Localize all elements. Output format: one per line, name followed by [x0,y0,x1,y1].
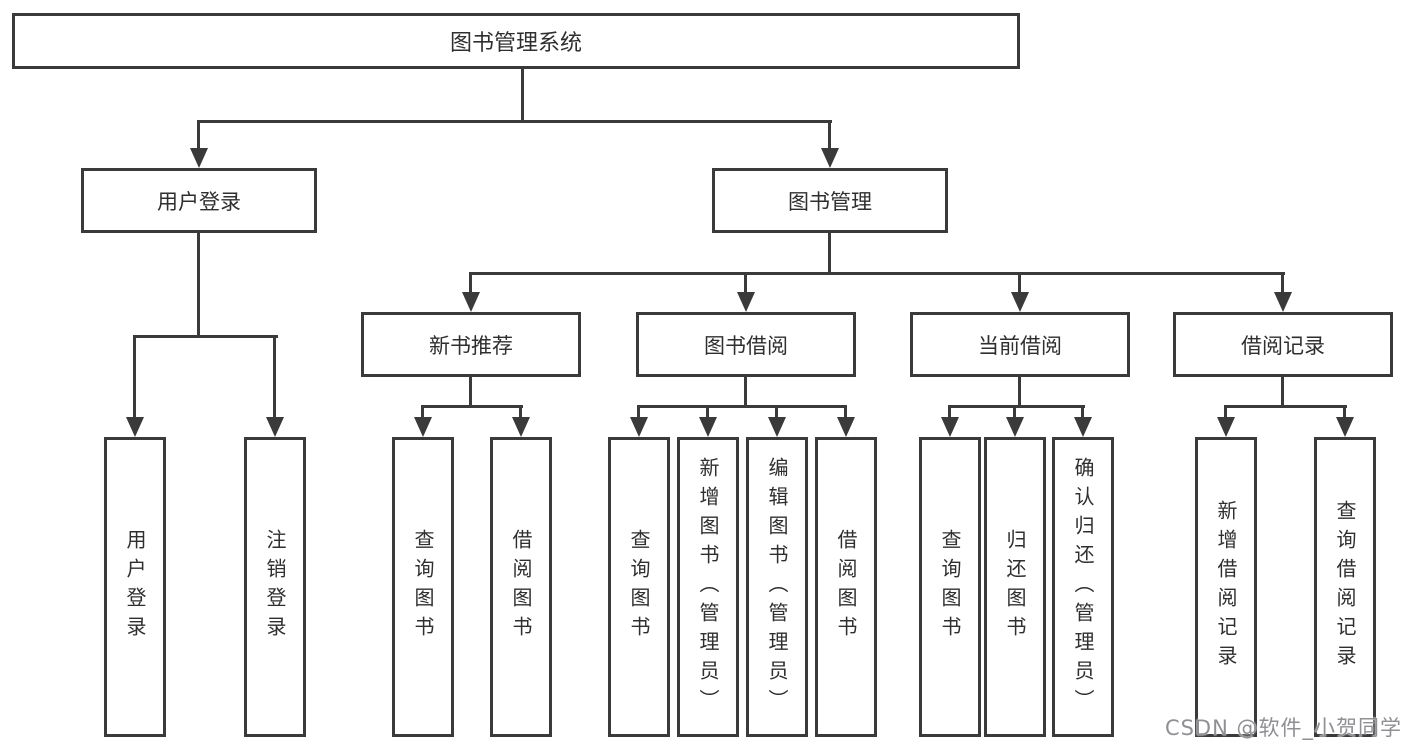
arrowhead-down [837,417,855,437]
arrowhead-down [1074,417,1092,437]
connector [469,272,1285,275]
connector [421,405,424,419]
connector [1018,272,1021,292]
connector [744,377,747,408]
leaf-label: 查询图书 [938,529,962,645]
arrowhead-down [414,417,432,437]
node-label: 借阅记录 [1241,333,1325,358]
arrowhead-down [512,417,530,437]
connector [844,405,847,419]
leaf-edit-books-admin: 编辑图书（管理员） [746,437,808,737]
leaf-label: 用户登录 [123,529,147,645]
arrowhead-down [768,417,786,437]
leaf-query-books-current: 查询图书 [919,437,981,737]
leaf-add-borrow-record: 新增借阅记录 [1195,437,1257,737]
arrowhead-down [190,148,208,168]
connector [1018,377,1021,408]
arrowhead-down [126,417,144,437]
node-label: 用户登录 [157,189,241,214]
connector [469,377,472,408]
connector [519,405,522,419]
node-root-system: 图书管理系统 [12,13,1020,69]
node-new-book-recommend: 新书推荐 [361,312,581,377]
leaf-label: 新增借阅记录 [1214,500,1238,674]
node-borrow-records: 借阅记录 [1173,312,1393,377]
arrowhead-down [462,292,480,312]
connector [1224,405,1227,419]
connector [197,233,200,338]
arrowhead-down [1217,417,1235,437]
leaf-logout: 注销登录 [244,437,306,737]
leaf-label: 注销登录 [263,529,287,645]
node-label: 当前借阅 [978,333,1062,358]
leaf-label: 确认归还（管理员） [1071,456,1095,718]
connector [1281,272,1284,292]
connector [469,272,472,292]
csdn-watermark: CSDN @软件_小贺同学 [1164,716,1402,740]
arrowhead-down [266,417,284,437]
connector [1224,405,1347,408]
connector [273,335,276,417]
connector [948,405,1085,408]
node-book-borrow: 图书借阅 [636,312,856,377]
node-root-label: 图书管理系统 [449,31,582,56]
connector [197,120,832,123]
connector [197,120,200,148]
arrowhead-down [630,417,648,437]
arrowhead-down [1336,417,1354,437]
leaf-label: 归还图书 [1003,529,1027,645]
connector [828,120,831,148]
connector [133,335,136,417]
node-book-management: 图书管理 [712,168,948,233]
connector [521,69,524,123]
arrowhead-down [1274,292,1292,312]
connector [637,405,847,408]
leaf-return-books: 归还图书 [984,437,1046,737]
connector [133,335,278,338]
leaf-label: 查询借阅记录 [1333,500,1357,674]
arrowhead-down [699,417,717,437]
leaf-confirm-return-admin: 确认归还（管理员） [1052,437,1114,737]
connector [948,405,951,419]
connector [421,405,523,408]
leaf-query-books-borrow: 查询图书 [608,437,670,737]
leaf-query-borrow-record: 查询借阅记录 [1314,437,1376,737]
connector [1281,377,1284,408]
connector [637,405,640,419]
leaf-add-books-admin: 新增图书（管理员） [677,437,739,737]
node-label: 图书借阅 [704,333,788,358]
arrowhead-down [737,292,755,312]
node-label: 新书推荐 [429,333,513,358]
leaf-borrow-books-recommend: 借阅图书 [490,437,552,737]
connector [775,405,778,419]
leaf-label: 新增图书（管理员） [696,456,720,718]
connector [706,405,709,419]
arrowhead-down [1011,292,1029,312]
connector [1081,405,1084,419]
arrowhead-down [941,417,959,437]
node-label: 图书管理 [788,189,872,214]
leaf-label: 借阅图书 [834,529,858,645]
arrowhead-down [821,148,839,168]
connector [1343,405,1346,419]
leaf-label: 查询图书 [627,529,651,645]
leaf-label: 编辑图书（管理员） [765,456,789,718]
node-user-login: 用户登录 [81,168,317,233]
leaf-label: 借阅图书 [509,529,533,645]
arrowhead-down [1006,417,1024,437]
leaf-user-login: 用户登录 [104,437,166,737]
connector [1013,405,1016,419]
leaf-query-books-recommend: 查询图书 [392,437,454,737]
leaf-borrow-books: 借阅图书 [815,437,877,737]
node-current-borrow: 当前借阅 [910,312,1130,377]
leaf-label: 查询图书 [411,529,435,645]
connector [744,272,747,292]
connector [828,233,831,275]
